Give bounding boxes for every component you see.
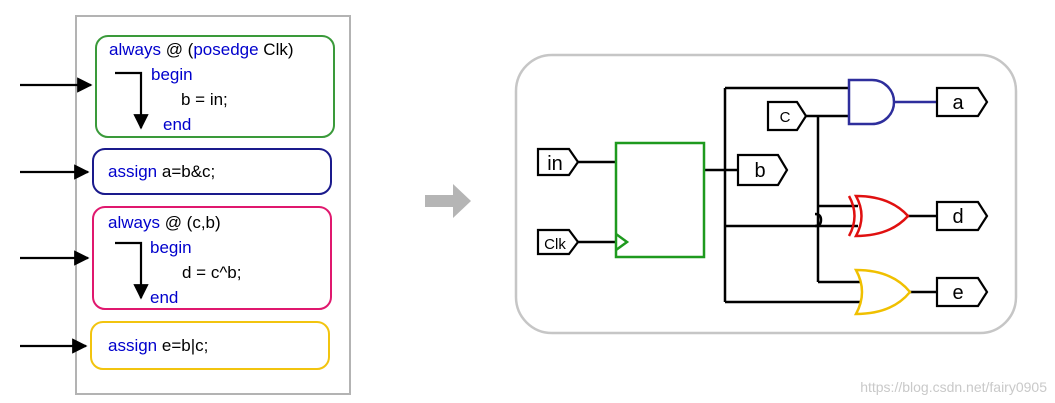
keyword-posedge: posedge [193, 40, 259, 59]
flow-arrow-block1 [115, 71, 149, 130]
keyword-assign: assign [108, 336, 158, 355]
keyword-end: end [163, 115, 192, 134]
or-gate [853, 268, 912, 316]
keyword-begin: begin [151, 65, 193, 84]
keyword-always: always [108, 213, 160, 232]
code-line: assign a=b&c; [108, 159, 215, 184]
clk-port [536, 228, 580, 256]
xor-gate [847, 194, 910, 238]
e-port-label: e [952, 282, 963, 304]
watermark: https://blog.csdn.net/fairy0905 [860, 379, 1047, 395]
code-statement: d = c^b; [182, 263, 242, 282]
gray-transition-arrow [425, 184, 471, 218]
d-flip-flop [614, 141, 706, 259]
code-panel [75, 15, 351, 395]
a-port [935, 86, 989, 118]
trigger-arrows [20, 77, 93, 354]
keyword-end: end [150, 288, 179, 307]
b-port-label: b [754, 160, 765, 182]
code-line: assign e=b|c; [108, 333, 208, 358]
c-port [766, 100, 808, 132]
code-text: e=b|c; [157, 336, 209, 355]
b-port [736, 153, 789, 187]
in-port-label: in [547, 153, 563, 175]
code-text: @ ( [160, 40, 194, 59]
clock-triangle-icon [615, 232, 630, 252]
and-gate [847, 78, 896, 126]
always-comb-block: always @ (c,b) begin d = c^b; end [92, 206, 332, 310]
keyword-assign: assign [108, 162, 158, 181]
code-statement: b = in; [181, 90, 228, 109]
keyword-always: always [109, 40, 161, 59]
e-port [935, 276, 989, 308]
code-text: @ (c,b) [159, 213, 221, 232]
circuit-ports [536, 86, 989, 308]
circuit-wires [578, 86, 937, 304]
d-port [935, 200, 989, 232]
always-posedge-block: always @ (posedge Clk) begin b = in; end [95, 35, 335, 138]
assign-a-block: assign a=b&c; [92, 148, 332, 195]
circuit-panel [514, 53, 1018, 335]
keyword-begin: begin [150, 238, 192, 257]
in-port [536, 147, 580, 177]
port-labels: in Clk C b a d e [544, 92, 964, 304]
a-port-label: a [952, 92, 964, 114]
c-port-label: C [780, 109, 791, 126]
d-port-label: d [952, 206, 963, 228]
code-line: always @ (posedge Clk) [109, 37, 294, 62]
code-line: always @ (c,b) [108, 210, 221, 235]
code-text: Clk) [258, 40, 294, 59]
assign-e-block: assign e=b|c; [90, 321, 330, 370]
code-text: a=b&c; [157, 162, 216, 181]
flow-arrows [115, 71, 149, 300]
clk-port-label: Clk [544, 236, 566, 253]
flow-arrow-block3 [115, 241, 149, 300]
